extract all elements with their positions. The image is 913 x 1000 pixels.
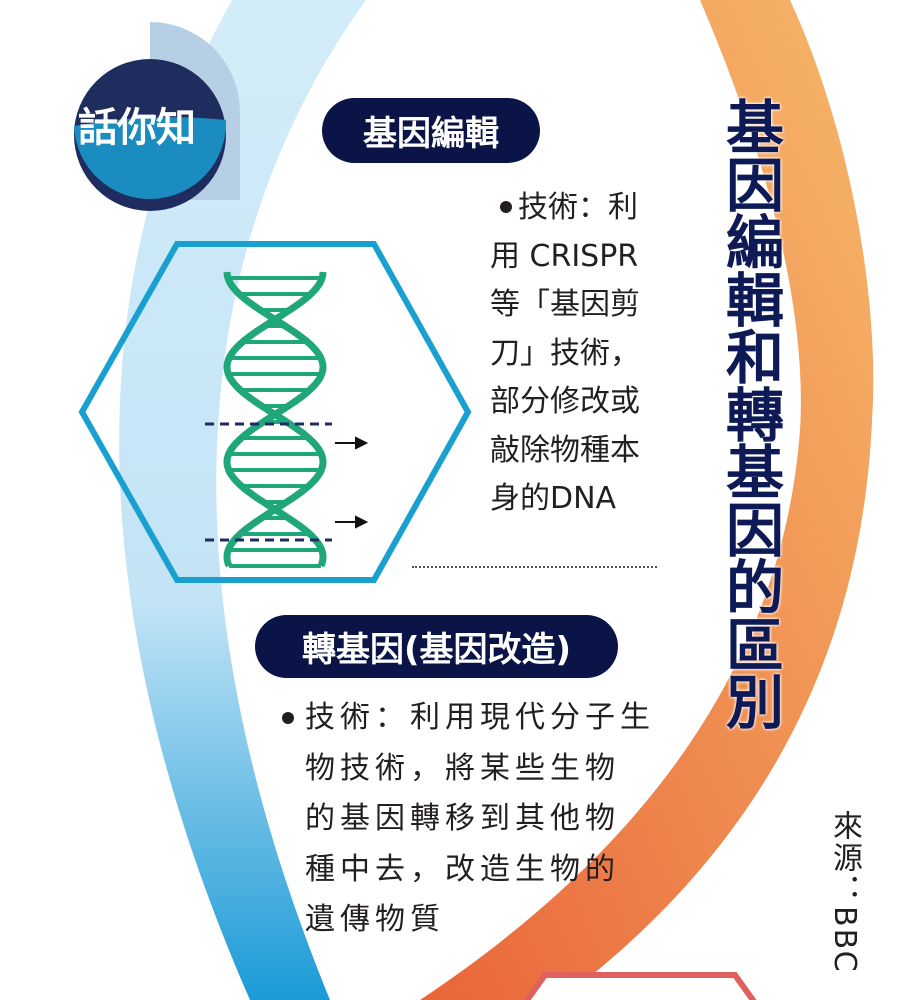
title-char: 因 [725,496,784,565]
bullet-icon [500,201,512,213]
bullet-icon [282,712,294,724]
title-char: 別 [725,669,784,737]
text-line: 種中去，改造生物的 [305,851,620,887]
text-line: 技術：利 [518,190,638,225]
title-char: 區 [725,611,784,680]
text-line: 遺傳物質 [305,902,445,937]
dna-helix-icon [223,271,327,568]
text-line: 用 CRISPR [490,238,639,274]
text-line: 等「基因剪 [490,287,640,322]
blue-arc [119,0,366,1000]
title-char: 因 [725,151,784,220]
text-line: 敲除物種本 [490,432,640,468]
title-char: 輯 [725,266,784,335]
dna-hexagon [78,241,472,583]
text-line: 刀」技術， [490,335,640,371]
badge-label: 話你知 [78,105,196,151]
arrow-icon [335,515,369,529]
title-char: 基 [725,439,784,507]
text-line: 物技術，將某些生物 [305,750,620,786]
bottom-hexagon [523,972,757,1000]
title-char: 轉 [725,381,784,450]
orange-arc [420,0,874,1000]
dna-strand [223,271,327,568]
dotted-divider [412,566,657,568]
section1-title: 基因編輯 [322,98,540,163]
title-char: 和 [725,324,784,392]
source-credit: 來源：BBC [827,810,862,974]
badge-lower [74,117,227,200]
main-title: 基因編輯和轉基因的區別 [722,94,788,737]
text-line: 部分修改或 [490,384,640,419]
section1-text: 技術：利 用 CRISPR 等「基因剪 刀」技術， 部分修改或 敲除物種本 身的… [490,184,640,524]
text-line: 技術：利用現代分子生 [305,700,655,735]
title-char: 編 [725,209,784,277]
section2-title: 轉基因(基因改造) [255,615,618,678]
arrow-icon [335,436,369,450]
text-line: 身的DNA [490,481,617,516]
section2-text: 技術：利用現代分子生 物技術，將某些生物 的基因轉移到其他物 種中去，改造生物的… [305,693,655,946]
text-line: 的基因轉移到其他物 [305,801,620,836]
title-char: 基 [725,94,784,162]
title-char: 的 [725,554,784,622]
